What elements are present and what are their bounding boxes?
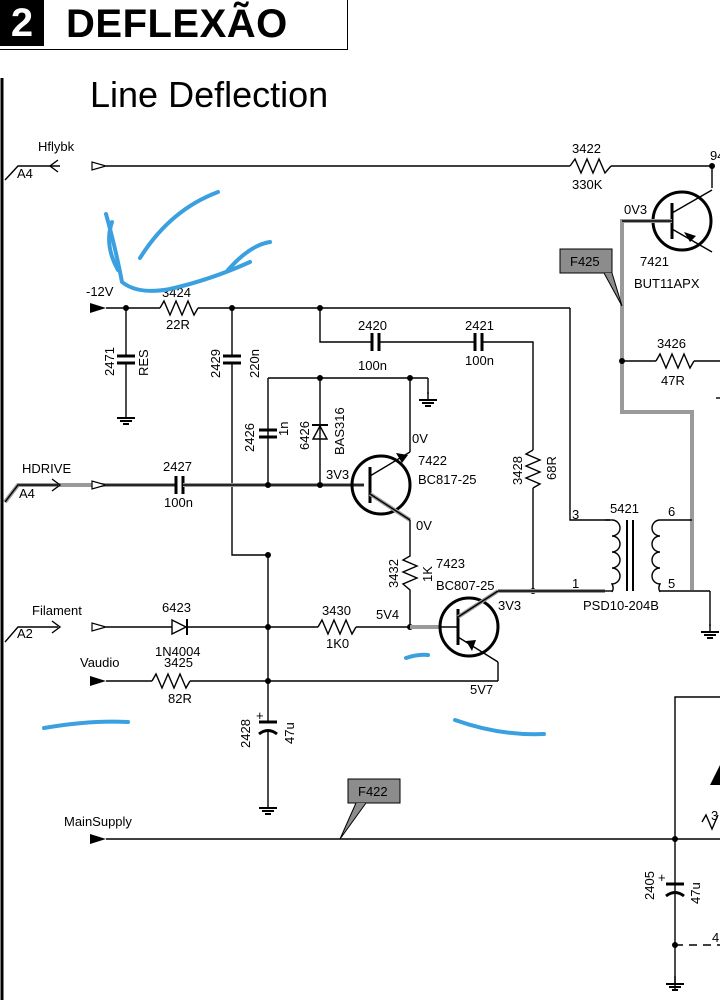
c2426-ref: 2426	[242, 423, 257, 452]
d6423-ref: 6423	[162, 600, 191, 615]
flag-f425-label: F425	[570, 254, 600, 269]
q7422-emitter-voltage: 0V	[416, 518, 432, 533]
resistor-3425	[151, 672, 191, 690]
neg12v-label: -12V	[86, 284, 114, 299]
capacitor-2421	[473, 333, 534, 450]
r3426-value: 47R	[661, 373, 685, 388]
hflybk-sheet-ref: A4	[17, 166, 33, 181]
edge-fragment-3: 3	[711, 808, 718, 823]
diode-6423	[171, 618, 188, 636]
t5421-ref: 5421	[610, 501, 639, 516]
edge-fragment-94: 94	[710, 148, 720, 163]
capacitor-2471	[116, 308, 136, 425]
transformer-5421	[605, 519, 720, 639]
d6423-value: 1N4004	[155, 644, 201, 659]
d6426-value: BAS316	[332, 407, 347, 455]
transformer-pin-3: 3	[572, 507, 579, 522]
q7423-value: BC807-25	[436, 578, 495, 593]
transformer-pin-6: 6	[668, 504, 675, 519]
c2471-value: RES	[136, 349, 151, 376]
resistor-3430	[317, 618, 357, 636]
r3428-ref: 3428	[510, 456, 525, 485]
resistor-3432	[401, 540, 419, 610]
section-header: 2 DEFLEXÃO	[0, 0, 348, 50]
edge-fragment-4: 4	[712, 930, 719, 945]
svg-text:+: +	[658, 870, 666, 885]
hdrive-sheet-ref: A4	[19, 486, 35, 501]
r3430-value: 1K0	[326, 636, 349, 651]
c2471-ref: 2471	[102, 347, 117, 376]
q7422-ref: 7422	[418, 453, 447, 468]
c2420-value: 100n	[358, 358, 387, 373]
resistor-3424	[159, 299, 199, 317]
q7421-ref: 7421	[640, 254, 669, 269]
section-number: 2	[0, 0, 44, 46]
r3422-ref: 3422	[572, 141, 601, 156]
page-title: Line Deflection	[90, 74, 329, 115]
mainsupply-label: MainSupply	[64, 814, 132, 829]
hflybk-label: Hflybk	[38, 139, 75, 154]
q7421-base-voltage: 0V3	[624, 202, 647, 217]
capacitor-2427	[174, 476, 185, 494]
q7422-value: BC817-25	[418, 472, 477, 487]
flag-f425	[559, 248, 623, 307]
resistor-3426	[655, 352, 695, 370]
r3432-value: 1K	[420, 566, 435, 582]
capacitor-2428	[258, 720, 278, 815]
c2427-ref: 2427	[163, 459, 192, 474]
transformer-pin-5: 5	[668, 576, 675, 591]
c2427-value: 100n	[164, 495, 193, 510]
flag-f422-label: F422	[358, 784, 388, 799]
c2429-value: 220n	[247, 349, 262, 378]
r3430-ref: 3430	[322, 603, 351, 618]
hflybk-net	[4, 157, 715, 188]
c2428-value: 47u	[282, 722, 297, 744]
c2421-value: 100n	[465, 353, 494, 368]
filament-label: Filament	[32, 603, 82, 618]
q7422-base-voltage: 3V3	[326, 467, 349, 482]
c2429-ref: 2429	[208, 349, 223, 378]
r3422-value: 330K	[572, 177, 603, 192]
t5421-value: PSD10-204B	[583, 598, 659, 613]
capacitor-2426	[259, 428, 277, 439]
section-title: DEFLEXÃO	[66, 2, 288, 46]
transformer-pin-1: 1	[572, 576, 579, 591]
handwritten-annotation	[42, 190, 546, 737]
c2428-ref: 2428	[238, 719, 253, 748]
c2420-ref: 2420	[358, 318, 387, 333]
transistor-7423	[438, 589, 500, 681]
q7423-base-voltage: 5V4	[376, 607, 399, 622]
hdrive-label: HDRIVE	[22, 461, 71, 476]
resistor-3422	[569, 157, 612, 175]
r3425-value: 82R	[168, 691, 192, 706]
capacitor-2405	[665, 882, 720, 991]
r3426-ref: 3426	[657, 336, 686, 351]
c2421-ref: 2421	[465, 318, 494, 333]
q7421-value: BUT11APX	[634, 276, 700, 291]
c2405-value: 47u	[688, 882, 703, 904]
q7423-collector-voltage: 3V3	[498, 598, 521, 613]
transistor-7422	[350, 378, 412, 540]
capacitor-2420	[319, 308, 475, 351]
flag-f422	[339, 778, 401, 840]
diode-6426	[311, 378, 329, 485]
r3425-ref: 3425	[164, 655, 193, 670]
q7422-collector-voltage: 0V	[412, 431, 428, 446]
q7423-emitter-voltage: 5V7	[470, 682, 493, 697]
filament-sheet-ref: A2	[17, 626, 33, 641]
resistor-3428	[524, 449, 542, 489]
q7423-ref: 7423	[436, 556, 465, 571]
capacitor-2429	[223, 308, 268, 556]
c2405-ref: 2405	[642, 871, 657, 900]
svg-text:+: +	[256, 708, 264, 723]
c2426-value: 1n	[276, 422, 291, 436]
vaudio-label: Vaudio	[80, 655, 120, 670]
d6426-ref: 6426	[297, 421, 312, 450]
r3432-ref: 3432	[386, 559, 401, 588]
r3428-value: 68R	[544, 456, 559, 480]
transistor-7421	[620, 189, 713, 590]
r3424-value: 22R	[166, 317, 190, 332]
